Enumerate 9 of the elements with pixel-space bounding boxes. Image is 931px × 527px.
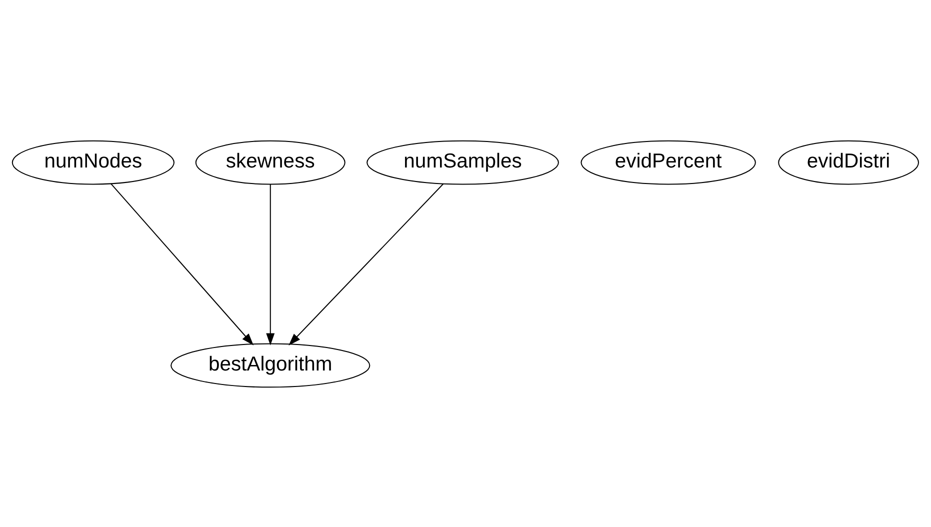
node-ellipse: evidDistri	[778, 140, 920, 184]
node-ellipse: bestAlgorithm	[170, 342, 370, 388]
arrow	[266, 184, 275, 345]
arrow	[288, 183, 444, 345]
node-ellipse: evidPercent	[580, 140, 756, 184]
node-ellipse: skewness	[195, 140, 346, 184]
node-ellipse: numNodes	[12, 140, 174, 184]
arrow	[110, 182, 254, 345]
node-ellipse: numSamples	[366, 140, 559, 184]
